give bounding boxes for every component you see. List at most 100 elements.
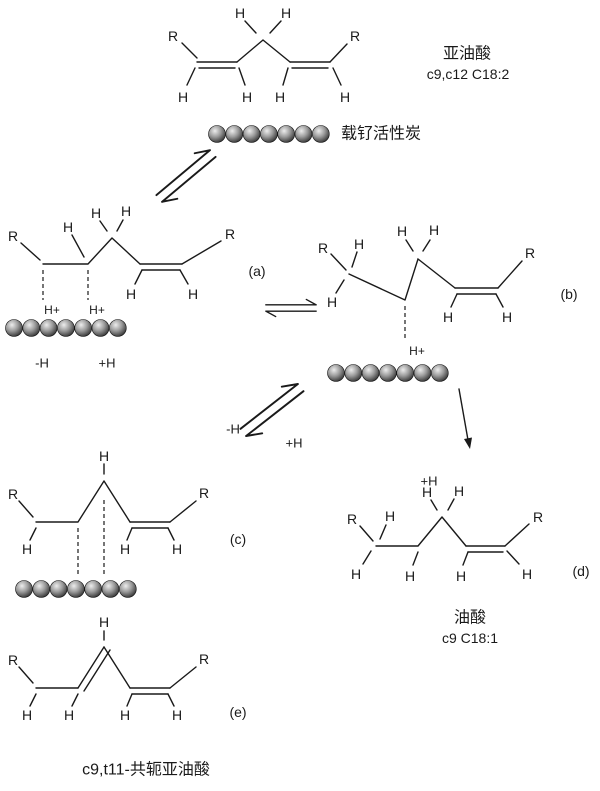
atom-h: H xyxy=(397,223,407,239)
minus-h-label: -H xyxy=(226,422,240,437)
hplus-label: H+ xyxy=(44,303,60,317)
double-bonds xyxy=(454,287,499,295)
atom-h: H xyxy=(120,707,130,723)
single-bonds xyxy=(18,630,197,707)
structure-b-bonds xyxy=(330,239,523,308)
atom-r: R xyxy=(347,511,357,527)
catalyst-spheres-c xyxy=(15,580,137,598)
cla-caption-label: c9,t11-共轭亚油酸 xyxy=(82,761,210,779)
atom-h: H xyxy=(178,89,188,105)
structure-d-bonds xyxy=(359,498,530,566)
atom-h: H xyxy=(405,568,415,584)
atom-h: H xyxy=(502,309,512,325)
step-label-e: (e) xyxy=(229,704,246,720)
single-bonds xyxy=(330,239,523,308)
catalyst-spheres-top xyxy=(208,125,330,143)
atom-h: H xyxy=(121,203,131,219)
structure-a: R R H H H H H H+ H+ -H +H (a) xyxy=(5,203,266,371)
atom-h: H xyxy=(522,566,532,582)
atom-h: H xyxy=(188,286,198,302)
arrow-b-to-d xyxy=(458,388,472,449)
equilibrium-arrow-ab xyxy=(265,298,317,318)
structure-e-cla: H R R H H H H (e) c9,t11-共轭亚油酸 xyxy=(8,614,247,779)
atom-h: H xyxy=(64,707,74,723)
atom-h: H xyxy=(275,89,285,105)
step-label-a: (a) xyxy=(248,263,265,279)
atom-h: H xyxy=(99,614,109,630)
atom-h: H xyxy=(63,219,73,235)
atom-h: H xyxy=(443,309,453,325)
atom-h: H xyxy=(354,236,364,252)
step-label-b: (b) xyxy=(560,286,577,302)
double-bonds xyxy=(465,545,506,553)
structure-linoleic: R R H H H H H H xyxy=(168,5,360,105)
structure-c-bonds xyxy=(18,463,197,541)
linoleic-bonds xyxy=(181,20,348,86)
atom-h: H xyxy=(99,448,109,464)
double-bonds xyxy=(77,646,171,695)
atom-h: H xyxy=(235,5,245,21)
atom-r: R xyxy=(350,28,360,44)
hplus-label: H+ xyxy=(89,303,105,317)
double-bonds xyxy=(196,61,331,69)
adsorption-dashes xyxy=(77,500,105,577)
arrow-head xyxy=(464,437,472,449)
atom-r: R xyxy=(318,240,328,256)
adsorption-dashes xyxy=(42,270,89,300)
catalyst-spheres-a xyxy=(5,319,127,337)
catalyst-spheres-b xyxy=(327,364,449,382)
atom-h: H xyxy=(172,541,182,557)
arrow-line xyxy=(458,388,469,441)
plus-h-label: +H xyxy=(421,474,438,489)
catalyst-label: 载钌活性炭 xyxy=(341,125,421,143)
atom-h: H xyxy=(454,483,464,499)
atom-h: H xyxy=(422,484,432,500)
atom-h: H xyxy=(91,205,101,221)
structure-b: R R H H H H H H H+ (b) xyxy=(318,222,578,382)
structure-d-oleic: R R H H H H H H H (d) 油酸 c9 C18:1 xyxy=(347,483,590,646)
linoleic-name-label: 亚油酸 xyxy=(443,45,491,63)
atom-h: H xyxy=(126,286,136,302)
atom-h: H xyxy=(429,222,439,238)
atom-r: R xyxy=(199,651,209,667)
atom-r: R xyxy=(225,226,235,242)
equilibrium-arrow-top xyxy=(150,143,222,209)
minus-h-label: -H xyxy=(35,356,49,371)
step-label-c: (c) xyxy=(230,531,246,547)
atom-h: H xyxy=(242,89,252,105)
hplus-label: H+ xyxy=(409,344,425,358)
atom-r: R xyxy=(8,486,18,502)
plus-h-label: +H xyxy=(99,356,116,371)
oleic-formula-label: c9 C18:1 xyxy=(442,630,498,646)
atom-r: R xyxy=(525,245,535,261)
single-bonds xyxy=(359,498,530,566)
atom-h: H xyxy=(172,707,182,723)
atom-h: H xyxy=(340,89,350,105)
double-bonds xyxy=(139,263,183,271)
atom-r: R xyxy=(533,509,543,525)
oleic-name-label: 油酸 xyxy=(454,609,486,627)
single-bonds xyxy=(20,219,222,285)
atom-r: R xyxy=(199,485,209,501)
atom-h: H xyxy=(120,541,130,557)
structure-a-bonds xyxy=(20,219,222,285)
structure-e-bonds xyxy=(18,630,197,707)
atom-h: H xyxy=(22,707,32,723)
atom-r: R xyxy=(168,28,178,44)
atom-h: H xyxy=(385,508,395,524)
structure-c: H R R H H H (c) xyxy=(8,448,246,598)
linoleic-formula-label: c9,c12 C18:2 xyxy=(427,66,510,82)
atom-h: H xyxy=(327,294,337,310)
atom-h: H xyxy=(351,566,361,582)
atom-h: H xyxy=(281,5,291,21)
atom-r: R xyxy=(8,228,18,244)
atom-h: H xyxy=(456,568,466,584)
equilibrium-arrow-ac xyxy=(234,376,310,444)
single-bonds xyxy=(181,20,348,86)
atom-r: R xyxy=(8,652,18,668)
step-label-d: (d) xyxy=(572,563,589,579)
atom-h: H xyxy=(22,541,32,557)
double-bonds xyxy=(129,521,171,529)
